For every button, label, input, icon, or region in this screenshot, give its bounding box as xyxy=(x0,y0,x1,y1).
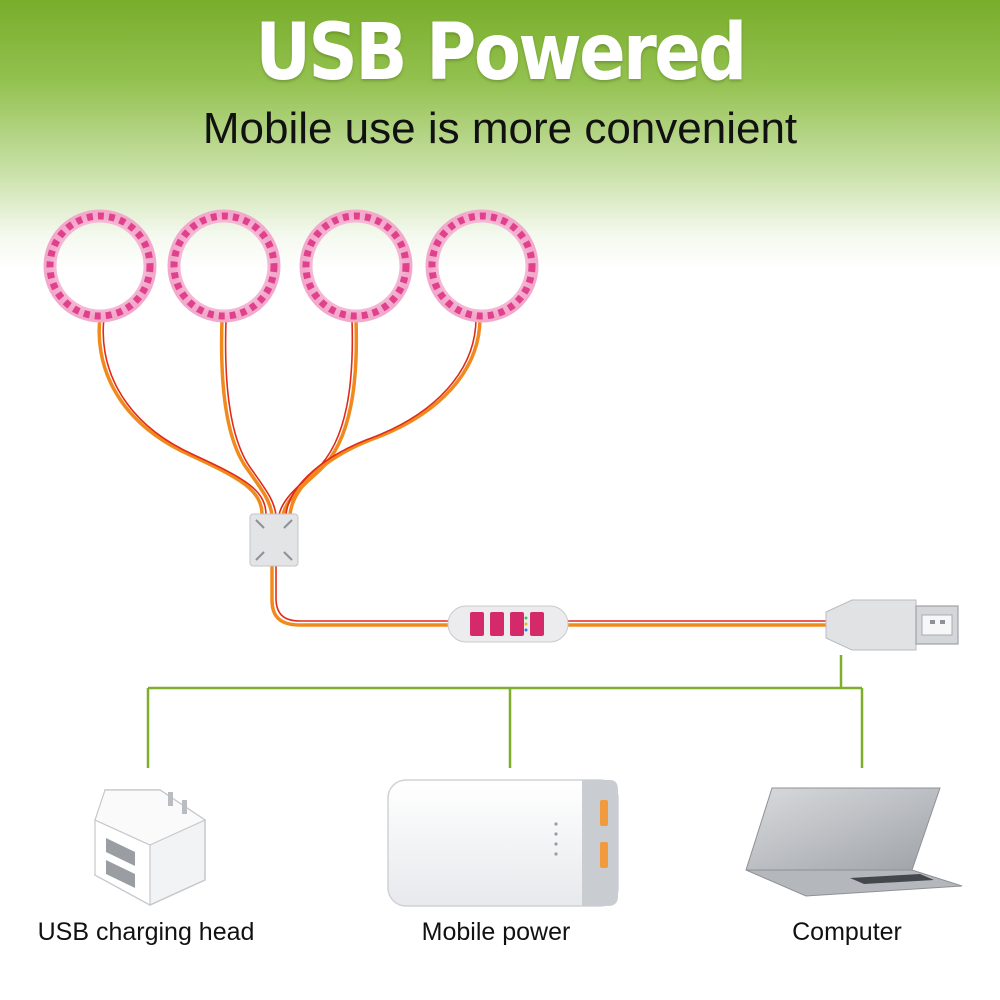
wire-group xyxy=(97,316,832,627)
led-ring-2 xyxy=(167,209,281,323)
power-bank-icon xyxy=(387,779,619,907)
usb-plug xyxy=(825,599,959,651)
usb-charger-icon xyxy=(94,789,207,907)
led-ring-4 xyxy=(425,209,539,323)
device-label-usb-charging-head: USB charging head xyxy=(37,918,255,946)
led-ring-1 xyxy=(43,209,157,323)
device-label-mobile-power: Mobile power xyxy=(421,918,571,946)
led-ring-3 xyxy=(299,209,413,323)
connector-lines xyxy=(146,655,864,768)
laptop-icon xyxy=(745,787,963,897)
splitter-box xyxy=(249,513,299,567)
page-subtitle: Mobile use is more convenient xyxy=(202,104,798,153)
inline-controller xyxy=(447,605,569,643)
device-label-computer: Computer xyxy=(792,918,902,946)
page-title: USB Powered xyxy=(255,8,747,98)
